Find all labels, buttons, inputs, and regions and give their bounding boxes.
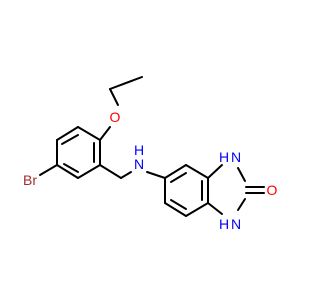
- bond-nh-bottom-c: [207, 202, 223, 215]
- bond-o-ch2: [109, 88, 119, 106]
- bond-ch2-nh: [120, 171, 132, 179]
- bond-ring2-d: [185, 202, 209, 217]
- bond-c-br: [39, 164, 58, 176]
- atom-nitrogen-ring-bottom: N: [231, 216, 241, 232]
- bond-nh-top-c: [237, 167, 246, 182]
- bond-ring1-b: [56, 126, 79, 141]
- atom-oxygen-ether: O: [110, 109, 121, 125]
- atom-nitrogen-ring-top-h: H: [219, 149, 229, 165]
- atom-nitrogen-ring-bottom-h: H: [219, 216, 229, 232]
- bond-ring1-double-1: [61, 134, 79, 145]
- bond-c-nh-bottom: [237, 198, 246, 211]
- atom-bromine: Br: [23, 172, 37, 188]
- atom-nitrogen-amine: N: [134, 156, 144, 172]
- bond-ring2-e: [164, 202, 187, 217]
- molecule-structure-diagram: Br O N H N H O N H: [23, 76, 278, 232]
- bond-ring1-double-3: [63, 163, 79, 173]
- bond-nh-ring: [146, 171, 166, 179]
- bond-c-ch2-benzyl: [99, 164, 122, 179]
- bond-ch2-ch3: [109, 76, 143, 90]
- bond-ring1-e: [77, 164, 101, 179]
- atom-oxygen-carbonyl: O: [267, 182, 278, 198]
- atom-labels: Br O N H N H O N H: [23, 109, 278, 232]
- bond-ring2-a: [164, 164, 187, 179]
- bond-ring2-double-1: [170, 172, 187, 183]
- bond-c-nh-top: [207, 164, 223, 179]
- bond-ring2-b: [185, 164, 209, 179]
- bond-ring1-c: [77, 126, 101, 141]
- atom-nitrogen-ring-top: N: [231, 149, 241, 165]
- atom-nitrogen-amine-h: H: [134, 142, 144, 158]
- bond-ring2-double-3: [170, 199, 187, 210]
- bond-group: [39, 76, 265, 217]
- bond-c-o-ether: [99, 126, 111, 141]
- bond-ring1-f: [56, 164, 79, 179]
